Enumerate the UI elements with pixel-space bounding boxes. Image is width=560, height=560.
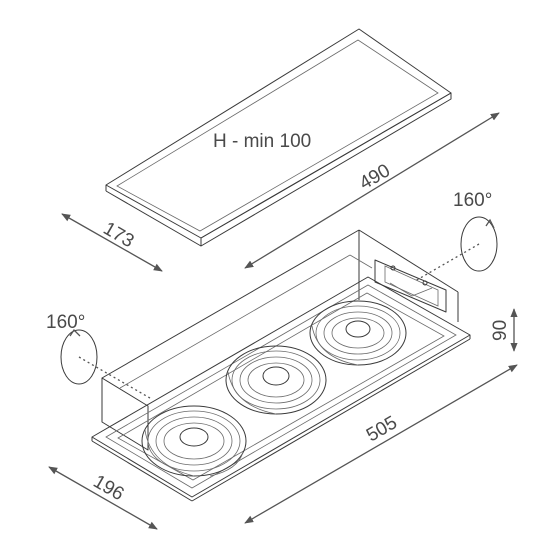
lamp-module-middle [225,345,327,415]
rotation-right-label: 160° [453,190,492,211]
housing-length-dimension-line [244,364,518,524]
lamp-module-right [309,300,407,366]
trim-frame [91,276,471,502]
housing-width-dimension-line [48,466,158,530]
cutout-height-label: H - min 100 [213,131,311,152]
rotation-indicator-left [60,328,151,399]
cutout-width-dimension-line [61,213,163,272]
cutout-length-label: 490 [356,160,394,194]
cutout-length-dimension-line [244,112,500,269]
rotation-indicator-right [414,216,498,282]
mounting-bracket [374,259,447,313]
lamp-module-left [141,405,247,477]
housing-box [101,229,459,451]
cutout-width-label: 173 [100,218,138,252]
rotation-left-label: 160° [46,312,85,333]
housing-length-label: 505 [363,412,401,446]
housing-height-label: 90 [490,320,511,341]
housing-width-label: 196 [90,471,128,505]
